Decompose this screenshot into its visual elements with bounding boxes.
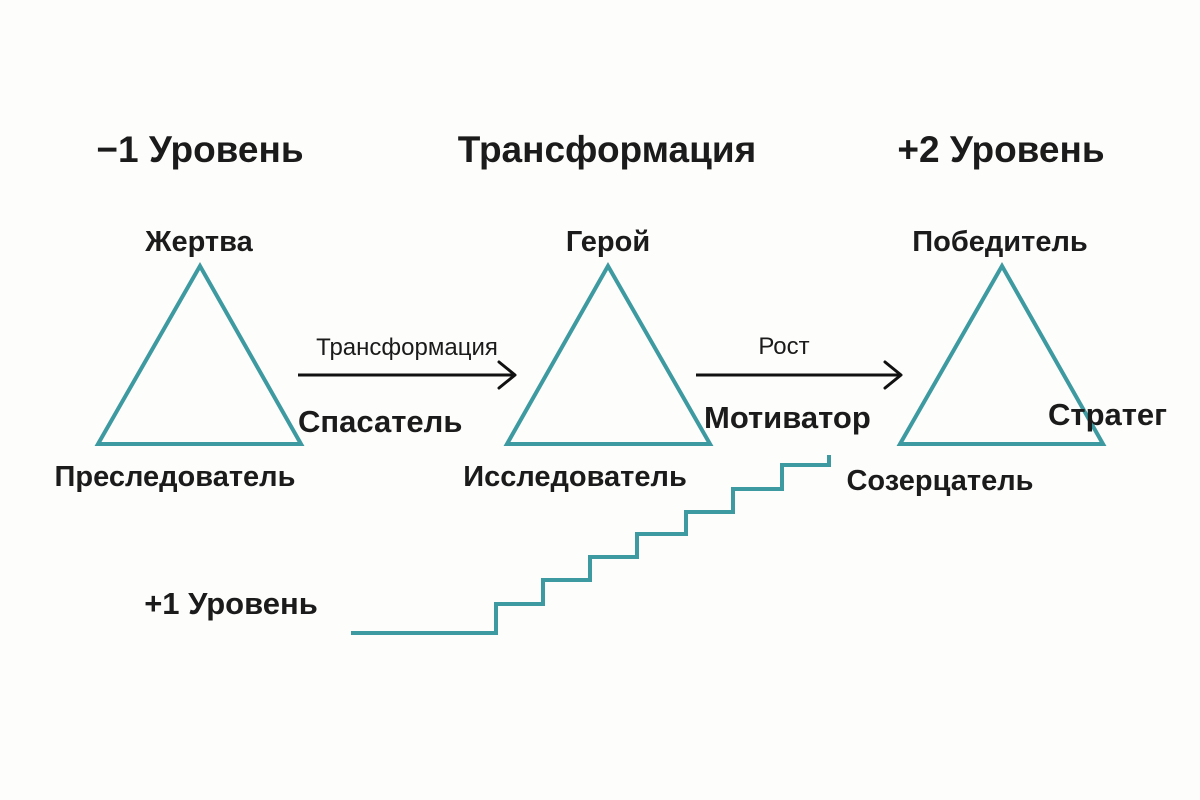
role-explorer: Исследователь xyxy=(463,461,687,493)
stairs-line xyxy=(351,455,831,635)
role-persecutor: Преследователь xyxy=(55,461,296,493)
heading-transformation: Трансформация xyxy=(458,129,756,170)
heading-minus-1-level: −1 Уровень xyxy=(96,129,303,170)
arrow-label-growth: Рост xyxy=(758,333,809,360)
triangle-left xyxy=(94,261,305,446)
arrow-label-transformation: Трансформация xyxy=(316,334,498,361)
level-plus-1-label: +1 Уровень xyxy=(144,586,318,621)
role-rescuer: Спасатель xyxy=(298,404,462,439)
role-hero: Герой xyxy=(566,226,650,258)
heading-plus-2-level: +2 Уровень xyxy=(897,129,1104,170)
triangle-center xyxy=(503,261,714,446)
triangle-right xyxy=(896,261,1107,446)
role-strategist: Стратег xyxy=(1048,397,1167,432)
arrow-growth-head xyxy=(883,360,903,390)
role-contemplator: Созерцатель xyxy=(846,465,1033,497)
role-winner: Победитель xyxy=(912,226,1087,258)
role-victim: Жертва xyxy=(144,226,253,258)
arrow-transformation-head xyxy=(497,360,517,390)
role-motivator: Мотиватор xyxy=(704,400,871,435)
